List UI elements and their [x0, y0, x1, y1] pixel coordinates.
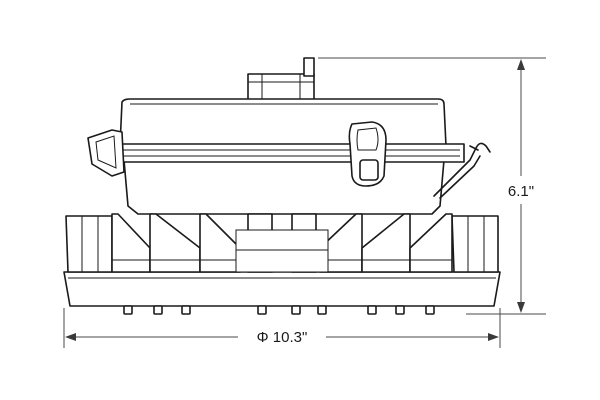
diameter-label: Φ 10.3": [257, 329, 308, 346]
led-nub: [123, 305, 133, 315]
arrow-down-icon: [517, 302, 525, 313]
heatsink-fins: [65, 213, 499, 273]
led-nub: [153, 305, 163, 315]
right-wire-clip: [433, 142, 491, 199]
led-nub: [291, 305, 301, 315]
heatsink-fin: [409, 213, 453, 273]
led-nub: [257, 305, 267, 315]
height-dimension: 6.1": [318, 57, 546, 315]
center-optic: [235, 229, 329, 273]
diameter-dimension: Φ 10.3": [63, 308, 501, 348]
heatsink-fin: [111, 213, 151, 273]
left-latch-clip: [87, 129, 125, 177]
outer-fin-block: [65, 215, 113, 273]
driver-housing: [99, 98, 465, 215]
led-nub: [395, 305, 405, 315]
outer-fin-block: [451, 215, 499, 273]
arrow-up-icon: [517, 59, 525, 70]
led-nub: [181, 305, 191, 315]
led-nub: [425, 305, 435, 315]
mounting-bracket: [247, 57, 315, 101]
right-latch: [348, 121, 387, 187]
height-label: 6.1": [508, 183, 534, 200]
heatsink-fin: [149, 213, 201, 273]
heatsink-fin: [199, 213, 241, 273]
heatsink-fin: [361, 213, 411, 273]
led-nub: [317, 305, 327, 315]
arrow-left-icon: [65, 333, 76, 341]
led-nub: [367, 305, 377, 315]
arrow-right-icon: [488, 333, 499, 341]
led-nubs: [123, 305, 435, 315]
heatsink-base: [63, 271, 501, 307]
